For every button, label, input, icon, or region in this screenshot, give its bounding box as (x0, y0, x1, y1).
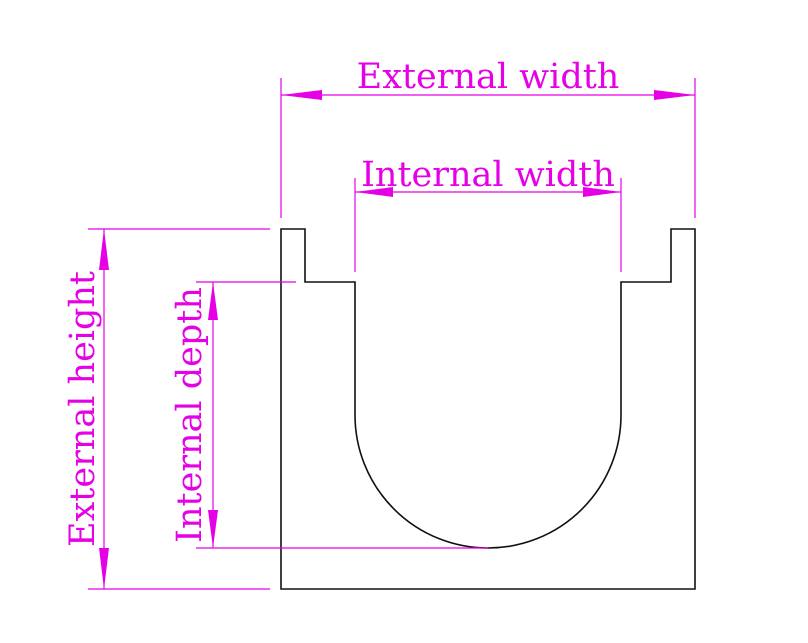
internal-depth-arrow-bottom (208, 510, 218, 548)
internal-depth-dimension: Internal depth (170, 281, 488, 549)
external-height-arrow-top (99, 229, 109, 270)
external-width-arrow-left (281, 90, 322, 100)
external-width-dimension: External width (280, 57, 696, 218)
internal-width-label: Internal width (361, 155, 615, 195)
internal-width-arrow-right (583, 187, 621, 197)
external-height-dimension: External height (63, 228, 270, 590)
external-width-arrow-right (654, 90, 695, 100)
internal-width-arrow-left (355, 187, 393, 197)
external-height-label: External height (63, 271, 103, 547)
internal-width-dimension: Internal width (354, 155, 622, 272)
external-width-label: External width (357, 57, 620, 97)
channel-profile-outline (280, 228, 696, 590)
internal-depth-label: Internal depth (170, 287, 210, 543)
external-height-arrow-bottom (99, 548, 109, 589)
internal-depth-arrow-top (208, 282, 218, 320)
